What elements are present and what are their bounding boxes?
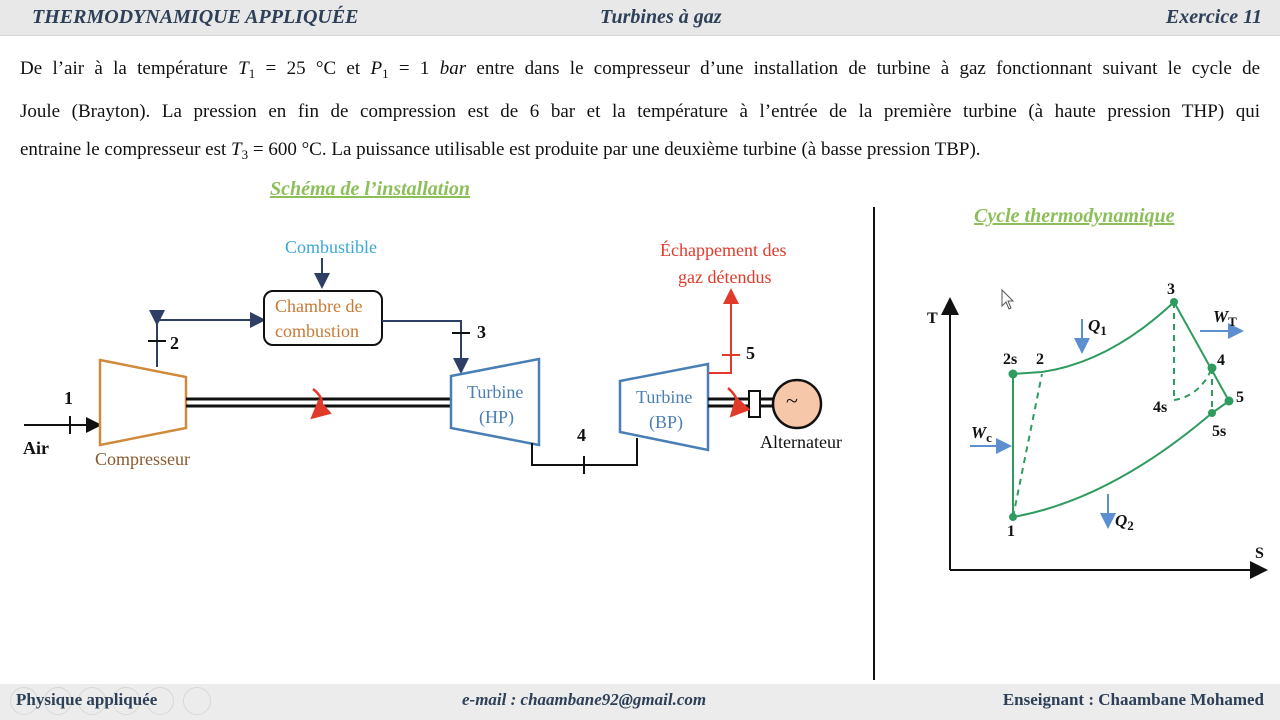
footer-teacher: Enseignant : Chaambane Mohamed [1002, 690, 1264, 709]
wc-label: Wc [971, 423, 992, 445]
compressor-label: Compresseur [95, 449, 190, 469]
chamber-label-1: Chambre de [275, 296, 363, 316]
player-control-icon[interactable] [146, 687, 174, 715]
cycle-point-1: 1 [1007, 523, 1015, 540]
statement-line-2: Joule (Brayton). La pression en fin de c… [20, 101, 1260, 122]
footer-bar: Physique appliquée e-mail : chaambane92@… [0, 684, 1280, 720]
cycle-point-5s: 5s [1212, 423, 1227, 440]
point-5-label: 5 [746, 343, 755, 363]
alternator-symbol: ~ [786, 388, 798, 413]
statement-line-1: De l’air à la température T1 = 25 °C et … [20, 58, 1261, 81]
rotation-arrow-icon [310, 388, 332, 420]
rotation-arrow-icon [727, 387, 751, 418]
problem-statement: De l’air à la température T1 = 25 °C et … [20, 50, 1260, 174]
point-1-label: 1 [64, 388, 73, 408]
q2-label: Q2 [1115, 511, 1134, 533]
player-control-icon[interactable] [10, 687, 38, 715]
turbine-bp-label-2: (BP) [649, 412, 684, 432]
footer-email: e-mail : chaambane92@gmail.com [462, 690, 707, 709]
footer-subject: Physique appliquée [16, 690, 158, 709]
cycle-title: Cycle thermodynamique [974, 205, 1175, 227]
header-bar: THERMODYNAMIQUE APPLIQUÉE Turbines à gaz… [0, 0, 1280, 36]
T3-symbol: T3 [231, 139, 249, 162]
pipe-hp-to-bp [531, 438, 638, 474]
chamber-label-2: combustion [275, 321, 359, 341]
wt-label: WT [1213, 307, 1237, 329]
player-control-icon[interactable] [78, 687, 106, 715]
axis-s-label: S [1255, 545, 1264, 562]
turbine-hp-label-1: Turbine [467, 382, 524, 402]
alternator-label: Alternateur [760, 432, 842, 452]
turbine-hp-label-2: (HP) [479, 407, 514, 427]
compressor-shape [98, 358, 188, 447]
cycle-point-4s: 4s [1153, 399, 1168, 416]
exhaust-pipe [709, 288, 740, 374]
topic-title: Turbines à gaz [600, 6, 722, 28]
turbine-bp-shape [618, 362, 710, 452]
pipe-chamber-to-hp [382, 320, 470, 374]
ts-diagram [941, 297, 1268, 579]
axis-t-label: T [927, 310, 938, 327]
q1-label: Q1 [1088, 316, 1107, 338]
schema-title: Schéma de l’installation [270, 178, 471, 200]
alternator-circle [771, 378, 823, 430]
exhaust-label-2: gaz détendus [678, 267, 772, 287]
point-2-label: 2 [170, 333, 179, 353]
point-4-label: 4 [577, 425, 586, 445]
player-control-icon[interactable] [44, 687, 72, 715]
shaft-bp-alternator [708, 390, 774, 418]
pipe-compressor-to-chamber [148, 310, 266, 367]
exhaust-label-1: Échappement des [660, 240, 787, 260]
P1-symbol: P1 [370, 58, 389, 81]
turbine-bp-label-1: Turbine [636, 387, 693, 407]
exercise-number: Exercice 11 [1165, 6, 1262, 28]
statement-line-3: entraine le compresseur est T3 = 600 °C.… [20, 139, 981, 162]
cycle-point-2: 2 [1036, 351, 1044, 368]
vertical-divider [873, 207, 875, 680]
air-inlet-arrow [24, 416, 102, 434]
player-more-icon[interactable] [183, 687, 211, 715]
air-label: Air [23, 438, 49, 458]
cycle-point-3: 3 [1167, 281, 1175, 298]
turbine-hp-shape [449, 357, 541, 447]
cycle-point-2s: 2s [1003, 351, 1018, 368]
cycle-point-4: 4 [1217, 352, 1225, 369]
point-3-label: 3 [477, 322, 486, 342]
cycle-point-5: 5 [1236, 389, 1244, 406]
combustion-chamber-box [263, 290, 383, 346]
course-title: THERMODYNAMIQUE APPLIQUÉE [32, 6, 359, 28]
shaft-compressor-hp [186, 397, 452, 408]
T1-symbol: T1 [238, 58, 256, 81]
fuel-label: Combustible [285, 237, 378, 257]
player-control-icon[interactable] [112, 687, 140, 715]
